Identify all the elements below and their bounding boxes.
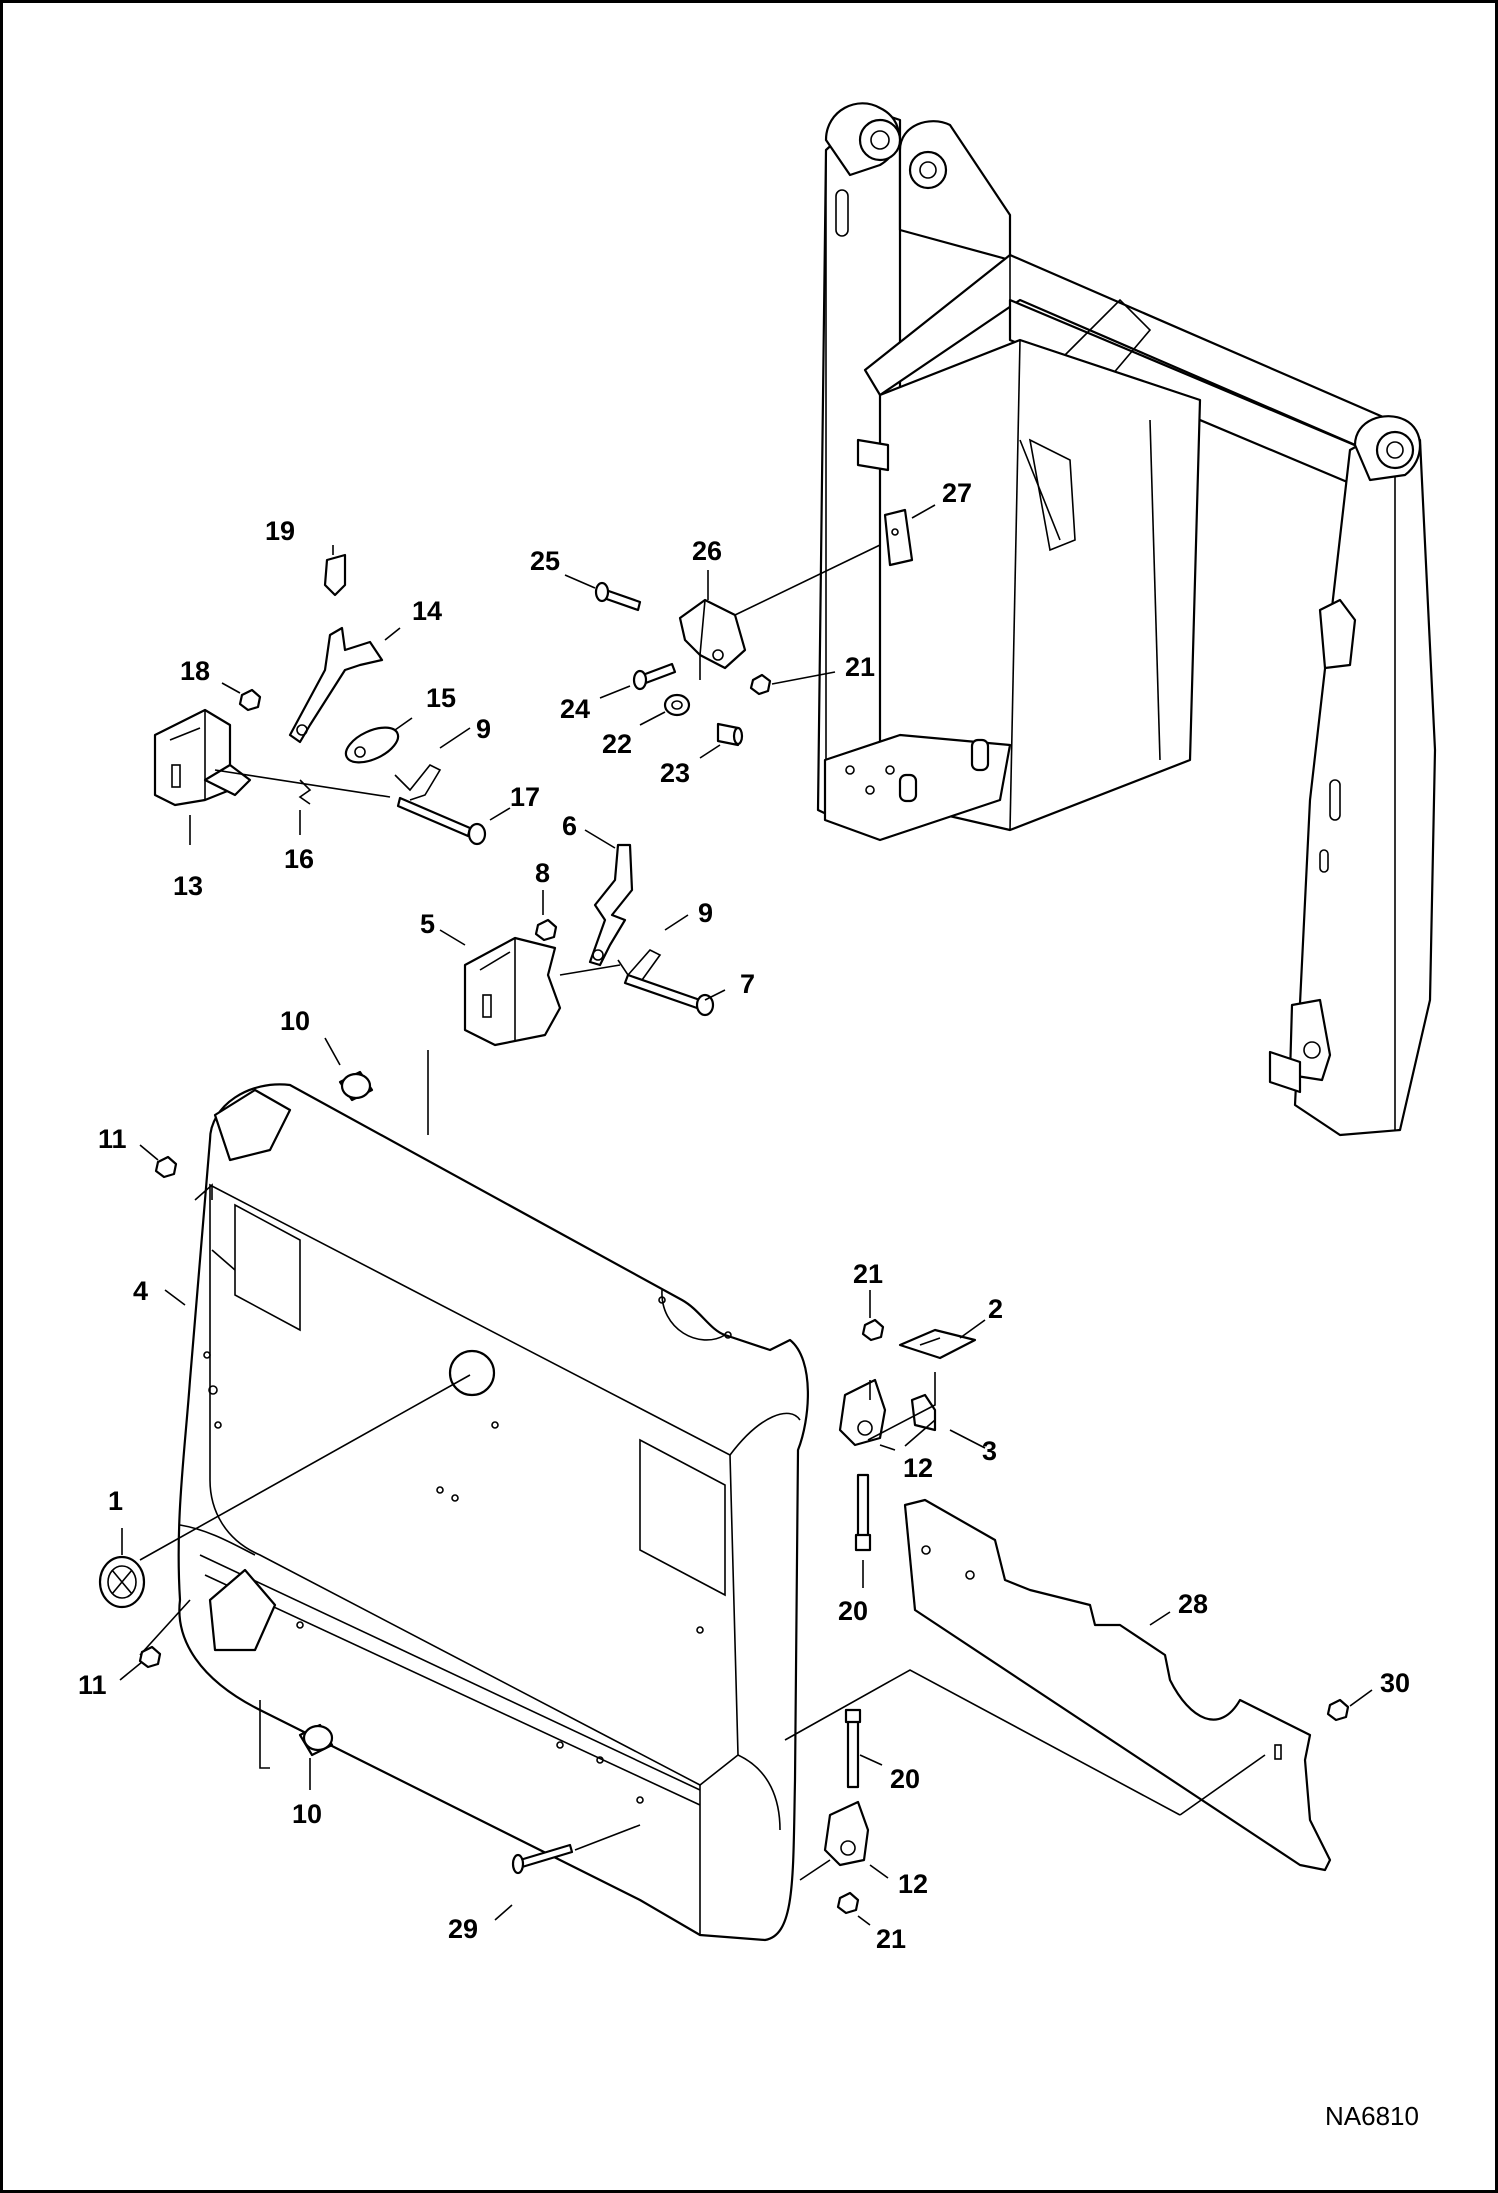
callout-5: 5 xyxy=(420,909,435,939)
callout-24: 24 xyxy=(560,694,590,724)
callout-4: 4 xyxy=(133,1276,148,1306)
callout-12-upper: 12 xyxy=(903,1453,933,1483)
callout-12-lower: 12 xyxy=(898,1869,928,1899)
callout-2: 2 xyxy=(988,1294,1003,1324)
callout-7: 7 xyxy=(740,969,755,999)
callout-19: 19 xyxy=(265,516,295,546)
callout-9-lower: 9 xyxy=(698,898,713,928)
callout-17: 17 xyxy=(510,782,540,812)
callout-28: 28 xyxy=(1178,1589,1208,1619)
callout-30: 30 xyxy=(1380,1668,1410,1698)
loader-frame xyxy=(816,102,1437,1137)
callout-11-lower: 11 xyxy=(78,1670,107,1700)
callout-26: 26 xyxy=(692,536,722,566)
callout-22: 22 xyxy=(602,729,632,759)
latch-assembly-upper xyxy=(153,553,487,846)
hinge-group-right xyxy=(98,1070,1350,1915)
callout-21-hinge-top: 21 xyxy=(853,1259,883,1289)
drawing-number: NA6810 xyxy=(1325,2101,1419,2131)
callout-3: 3 xyxy=(982,1436,997,1466)
callout-1: 1 xyxy=(108,1486,123,1516)
callout-11-upper: 11 xyxy=(98,1124,127,1154)
callout-29: 29 xyxy=(448,1914,478,1944)
callout-9-upper: 9 xyxy=(476,714,491,744)
callout-10-lower: 10 xyxy=(292,1799,322,1829)
callout-20-lower: 20 xyxy=(890,1764,920,1794)
leader-lines xyxy=(119,504,1373,1926)
callout-25: 25 xyxy=(530,546,560,576)
callout-15: 15 xyxy=(426,683,456,713)
callout-14: 14 xyxy=(412,596,442,626)
callout-8: 8 xyxy=(535,858,550,888)
callout-labels: 1 2 3 4 5 6 7 8 9 9 10 10 11 11 12 12 13… xyxy=(78,478,1410,1954)
rear-panel xyxy=(177,1083,809,1942)
latch-assembly-lower xyxy=(463,843,715,1047)
callout-20-upper: 20 xyxy=(838,1596,868,1626)
callout-21-hinge-bottom: 21 xyxy=(876,1924,906,1954)
callout-18: 18 xyxy=(180,656,210,686)
callout-21-upper: 21 xyxy=(845,652,875,682)
callout-27: 27 xyxy=(942,478,972,508)
callout-13: 13 xyxy=(173,871,203,901)
callout-23: 23 xyxy=(660,758,690,788)
callout-6: 6 xyxy=(562,811,577,841)
bracket-group-upper xyxy=(594,508,914,747)
callout-16: 16 xyxy=(284,844,314,874)
callout-10-upper: 10 xyxy=(280,1006,310,1036)
